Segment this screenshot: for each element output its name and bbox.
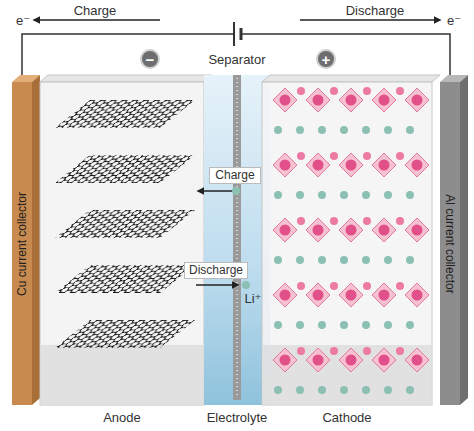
aluminium-collector (440, 82, 460, 405)
ion-arrow (196, 284, 238, 285)
electron-arrow (34, 19, 160, 20)
graphene-sheet (55, 210, 195, 238)
collector-side (32, 75, 40, 405)
electrolyte (204, 75, 270, 405)
process-label: Discharge (184, 262, 248, 279)
box-top (262, 75, 440, 82)
cathode-layer (273, 152, 429, 199)
process-label: Charge (65, 3, 125, 18)
cathode-compartment (262, 82, 432, 405)
cathode-layer (273, 282, 429, 329)
electrode-label: Anode (40, 410, 204, 425)
part-label: Separator (187, 52, 287, 67)
terminal-circle (317, 50, 335, 68)
terminal-symbol: − (140, 49, 160, 69)
ion-arrow (198, 190, 236, 191)
anode-compartment (40, 82, 204, 405)
lithium-ion (232, 187, 240, 195)
cathode-layer (273, 87, 429, 134)
electron-label: e⁻ (14, 13, 32, 28)
electrode-compartment: Anode (40, 82, 204, 405)
box-top (40, 75, 212, 82)
current-collector: Cu current collector (12, 82, 32, 405)
separator-membrane (233, 75, 241, 400)
process-label: Discharge (335, 3, 415, 18)
separator-pores (236, 78, 238, 398)
terminal-symbol: + (316, 49, 336, 69)
electron-label: e⁻ (444, 13, 464, 28)
electrode-label: Cathode (262, 410, 432, 425)
electron-arrow (300, 19, 440, 20)
collector-side (460, 75, 468, 405)
part-label: Electrolyte (187, 410, 287, 425)
compartment-floor (262, 345, 432, 405)
graphene-sheet (55, 265, 195, 293)
ion-label: Li⁺ (240, 291, 266, 306)
graphene-sheet (55, 320, 195, 348)
current-collector: Al current collector (440, 82, 460, 405)
process-label: Charge (209, 167, 261, 184)
battery-plate (240, 28, 243, 40)
polarity-sign: + (316, 49, 336, 69)
graphene-sheet (55, 155, 195, 183)
terminal-circle (141, 50, 159, 68)
electrode-compartment: Cathode (262, 82, 432, 405)
cathode-layer (273, 347, 429, 394)
collector-label: Cu current collector (15, 191, 29, 295)
compartment-floor (40, 345, 204, 405)
lithium-ion (242, 281, 250, 289)
graphene-sheet (55, 100, 195, 128)
polarity-sign: − (140, 49, 160, 69)
cathode-layer (273, 217, 429, 264)
battery-plate (233, 22, 235, 46)
collector-label: Al current collector (443, 194, 457, 293)
copper-collector (12, 82, 32, 405)
